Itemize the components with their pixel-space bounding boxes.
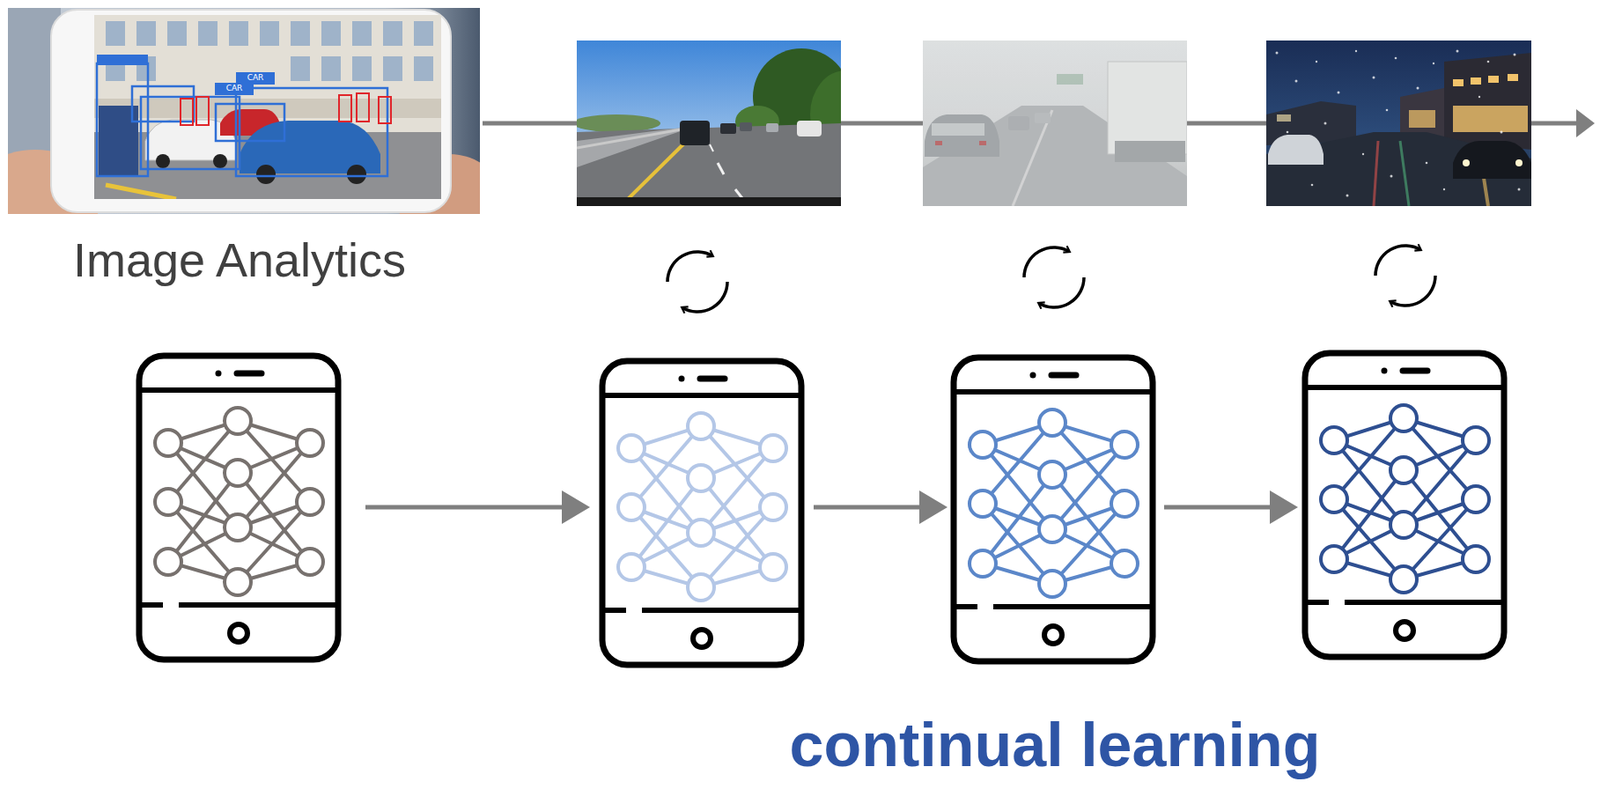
object-tag: CAR bbox=[247, 73, 265, 83]
update-cycle-icon bbox=[667, 251, 728, 312]
analytics-photo bbox=[7, 7, 480, 214]
model-update-arrow bbox=[365, 505, 1274, 510]
update-cycle-icon bbox=[1024, 247, 1084, 308]
phone-model-icon bbox=[139, 355, 339, 660]
timeline-arrow bbox=[482, 121, 1578, 126]
caption-label: Image Analytics bbox=[73, 234, 406, 287]
object-tag: CAR bbox=[226, 84, 244, 94]
phone-model-icon bbox=[602, 361, 802, 665]
clear-road-photo bbox=[576, 40, 841, 207]
arrow-head bbox=[1576, 109, 1595, 138]
rainy-night-photo bbox=[1266, 40, 1532, 207]
foggy-road-photo bbox=[922, 40, 1188, 207]
phone-model-icon bbox=[1305, 353, 1505, 657]
phone-model-icon bbox=[953, 357, 1153, 662]
arrow-head bbox=[561, 490, 1298, 524]
update-cycle-icon bbox=[1375, 245, 1436, 306]
concept-label: continual learning bbox=[789, 711, 1321, 780]
